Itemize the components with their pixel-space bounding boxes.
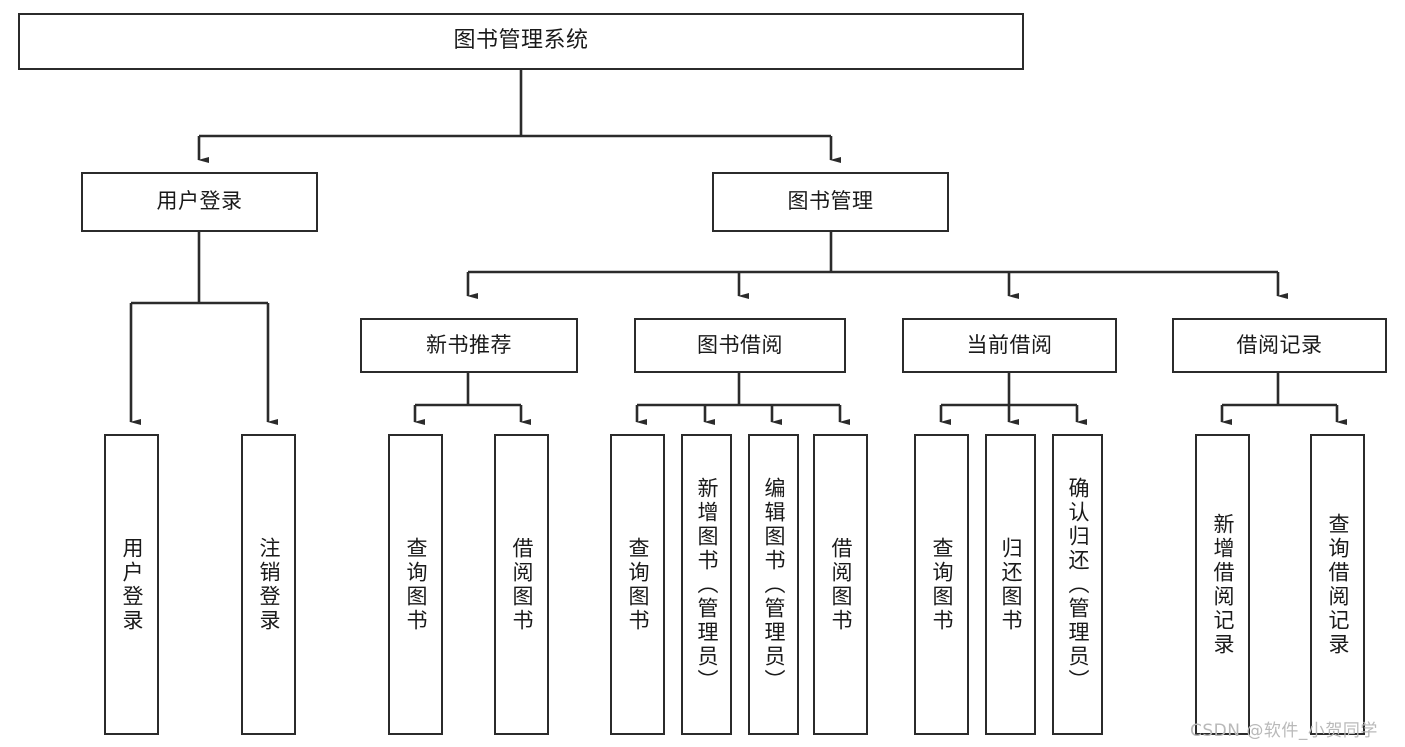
leaf-logout[interactable]: 注销登录	[241, 434, 296, 735]
leaf-logout-label: 注销登录	[257, 537, 281, 633]
leaf-return-books[interactable]: 归还图书	[985, 434, 1036, 735]
node-current-borrow[interactable]: 当前借阅	[902, 318, 1117, 373]
node-user-login[interactable]: 用户登录	[81, 172, 318, 232]
leaf-add-borrow-record[interactable]: 新增借阅记录	[1195, 434, 1250, 735]
node-new-book-recommend[interactable]: 新书推荐	[360, 318, 578, 373]
leaf-confirm-return-admin-label: 确认归还（管理员）	[1066, 477, 1090, 693]
leaf-borrow-books-recommend[interactable]: 借阅图书	[494, 434, 549, 735]
node-borrow-records-label: 借阅记录	[1236, 332, 1323, 357]
node-root-label: 图书管理系统	[453, 28, 589, 54]
leaf-query-borrow-record[interactable]: 查询借阅记录	[1310, 434, 1365, 735]
leaf-add-book-admin[interactable]: 新增图书（管理员）	[681, 434, 732, 735]
watermark-csdn: CSDN @软件_小贺同学	[1190, 721, 1378, 741]
leaf-query-books-current[interactable]: 查询图书	[914, 434, 969, 735]
leaf-edit-book-admin[interactable]: 编辑图书（管理员）	[748, 434, 799, 735]
node-borrow-records[interactable]: 借阅记录	[1172, 318, 1387, 373]
leaf-query-books-borrow[interactable]: 查询图书	[610, 434, 665, 735]
leaf-add-borrow-record-label: 新增借阅记录	[1211, 513, 1235, 657]
leaf-user-login[interactable]: 用户登录	[104, 434, 159, 735]
leaf-query-books-recommend[interactable]: 查询图书	[388, 434, 443, 735]
leaf-return-books-label: 归还图书	[999, 537, 1023, 633]
node-new-book-recommend-label: 新书推荐	[426, 332, 512, 357]
leaf-borrow-books-borrow[interactable]: 借阅图书	[813, 434, 868, 735]
node-root[interactable]: 图书管理系统	[18, 13, 1024, 70]
node-user-login-label: 用户登录	[156, 189, 243, 214]
leaf-borrow-books-recommend-label: 借阅图书	[510, 537, 534, 633]
node-current-borrow-label: 当前借阅	[966, 332, 1053, 357]
node-book-management[interactable]: 图书管理	[712, 172, 949, 232]
node-book-management-label: 图书管理	[787, 189, 874, 214]
leaf-query-books-recommend-label: 查询图书	[404, 537, 428, 633]
leaf-query-books-borrow-label: 查询图书	[626, 537, 650, 633]
leaf-add-book-admin-label: 新增图书（管理员）	[695, 477, 719, 693]
leaf-borrow-books-borrow-label: 借阅图书	[829, 537, 853, 633]
leaf-query-books-current-label: 查询图书	[930, 537, 954, 633]
node-book-borrow[interactable]: 图书借阅	[634, 318, 846, 373]
leaf-confirm-return-admin[interactable]: 确认归还（管理员）	[1052, 434, 1103, 735]
leaf-query-borrow-record-label: 查询借阅记录	[1326, 513, 1350, 657]
leaf-user-login-label: 用户登录	[120, 537, 144, 633]
node-book-borrow-label: 图书借阅	[697, 332, 783, 357]
leaf-edit-book-admin-label: 编辑图书（管理员）	[762, 477, 786, 693]
